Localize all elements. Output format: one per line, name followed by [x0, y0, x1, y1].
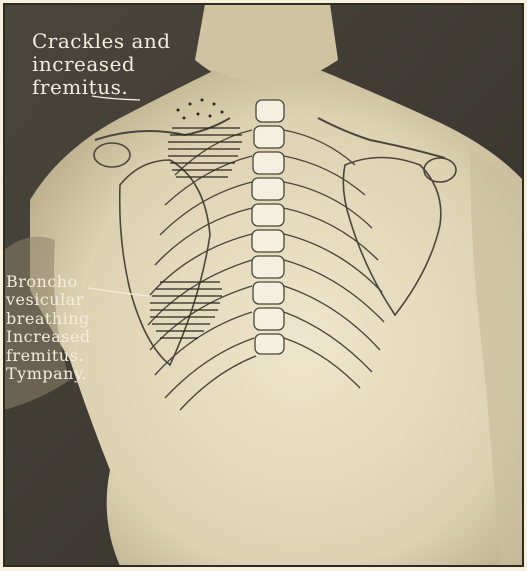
- annotation-lower-line-4: Increased: [6, 328, 91, 346]
- annotation-lower-line-6: Tympany.: [6, 365, 91, 383]
- annotation-lower: Broncho vesicular breathing Increased fr…: [6, 273, 91, 383]
- annotation-upper: Crackles and increased fremitus.: [32, 30, 171, 99]
- annotation-upper-line-3: fremitus.: [32, 76, 171, 99]
- annotation-upper-line-1: Crackles and: [32, 30, 171, 53]
- annotation-lower-line-1: Broncho: [6, 273, 91, 291]
- annotation-lower-line-3: breathing: [6, 310, 91, 328]
- annotation-lower-line-5: fremitus.: [6, 347, 91, 365]
- annotation-lower-line-2: vesicular: [6, 291, 91, 309]
- annotation-upper-line-2: increased: [32, 53, 171, 76]
